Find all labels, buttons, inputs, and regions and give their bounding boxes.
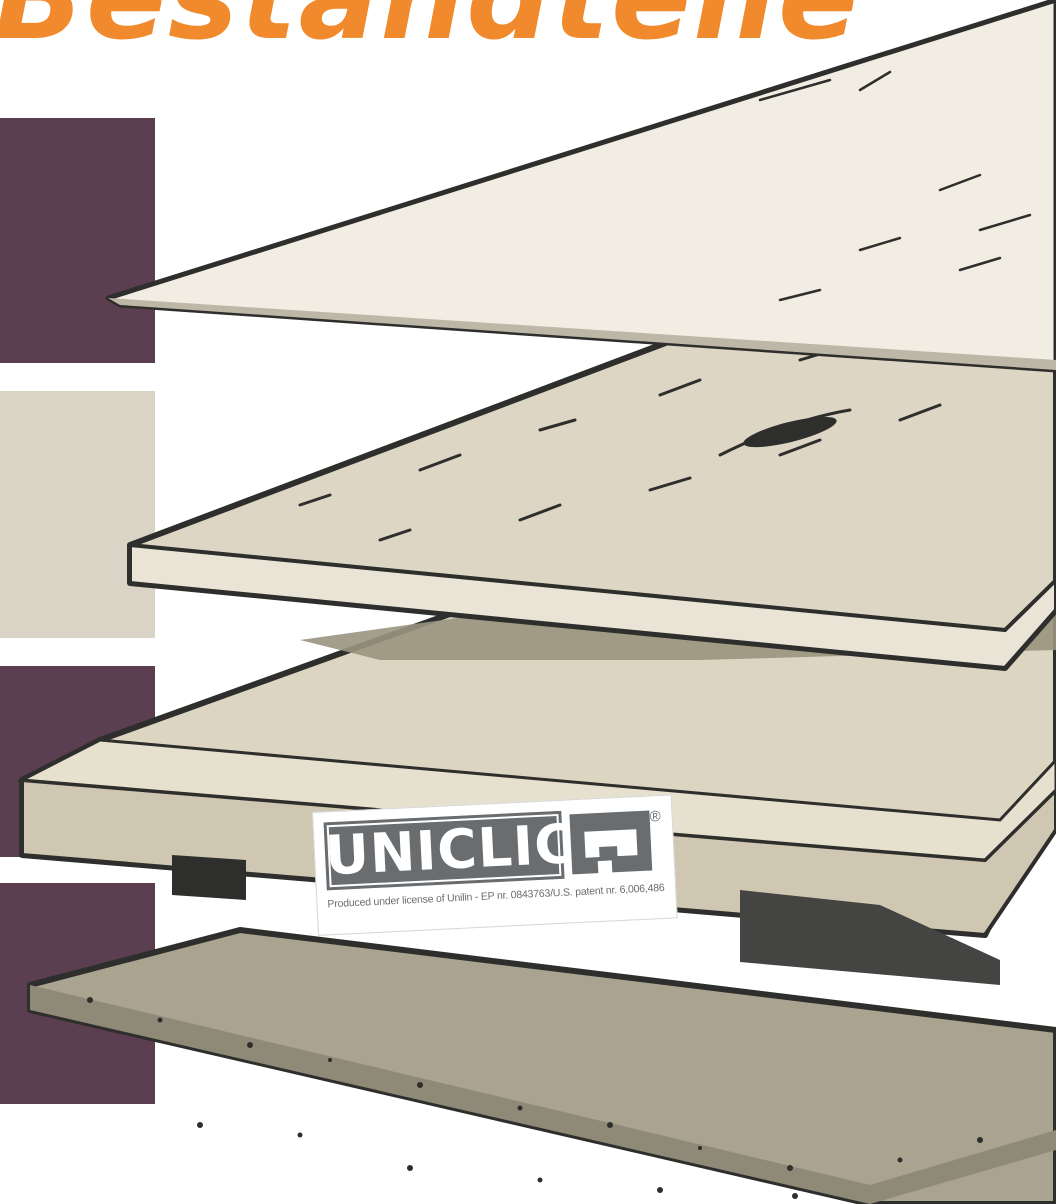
click-profile-icon <box>565 806 656 878</box>
top-overlay-layer <box>108 0 1056 370</box>
uniclic-logo-label: UNICLIC ® Produced under license of Unil… <box>312 794 678 935</box>
uniclic-wordmark: UNICLIC <box>324 811 565 891</box>
registered-mark: ® <box>649 808 661 826</box>
